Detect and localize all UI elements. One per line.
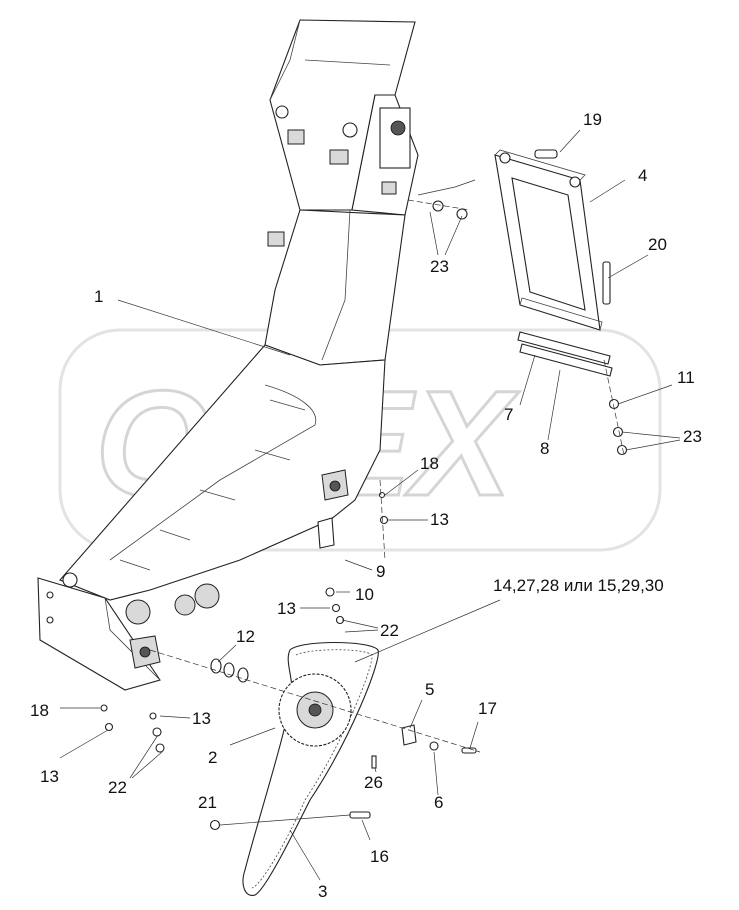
plate-5 [401,724,417,746]
callout-23-right: 23 [683,427,702,446]
callout-2: 2 [208,748,217,767]
callout-16: 16 [370,847,389,866]
callout-chain-variants: 14,27,28 или 15,29,30 [493,576,664,595]
ring-12 [237,667,249,683]
callout-23-upper: 23 [430,257,449,276]
callout-18-left: 18 [30,701,49,720]
pin-19 [534,149,558,159]
callout-11: 11 [677,368,695,387]
callout-5: 5 [425,680,434,699]
nut-21 [209,819,221,831]
mount-eye [342,122,358,138]
callout-9: 9 [376,562,385,581]
ring-12 [210,658,222,674]
callout-13-left: 13 [40,767,59,786]
callout-18-upper: 18 [420,454,439,473]
callout-8: 8 [540,439,549,458]
bolt-20 [602,261,611,305]
bolt-16 [349,811,371,819]
nut-23 [616,444,628,456]
plate-8 [519,343,613,377]
callout-26: 26 [364,773,383,792]
callout-13-middle: 13 [277,599,296,618]
washer-23 [456,208,468,220]
ring-12 [223,662,235,678]
callout-7: 7 [504,405,513,424]
upper-tensioner [379,107,411,169]
housing-base [37,577,161,691]
callout-3: 3 [318,882,327,901]
roller [194,583,220,609]
callout-22-left: 22 [108,778,127,797]
bracket [381,181,397,195]
plate-9 [317,517,335,549]
bracket [329,149,349,165]
drive-assembly [100,491,477,896]
callout-4: 4 [638,166,647,185]
callout-labels: 1 2 3 4 5 6 7 8 9 10 11 12 13 13 13 13 1… [30,110,702,901]
callout-22-middle: 22 [380,621,399,640]
leader-lines [59,129,681,881]
callout-1: 1 [94,287,103,306]
callout-13-upper: 13 [430,510,449,529]
washer-23 [612,426,624,438]
roller [174,594,196,616]
callout-21: 21 [198,793,217,812]
callout-17: 17 [478,699,497,718]
base-lug [62,572,78,588]
bracket [267,231,285,247]
frame-assembly [432,149,628,456]
callout-12: 12 [236,627,255,646]
plate-7 [517,331,611,365]
housing-assembly [37,19,419,691]
mount-eye [275,105,289,119]
callout-6: 6 [434,793,443,812]
bracket [287,129,305,145]
callout-19: 19 [583,110,602,129]
upper-sprocket [390,120,406,136]
callout-13-right: 13 [192,709,211,728]
washer-6 [429,741,439,751]
callout-20: 20 [648,235,667,254]
housing-middle [264,209,406,366]
pin-26 [371,755,377,769]
roller [125,599,151,625]
nut-23 [432,200,444,212]
callout-10: 10 [355,585,374,604]
bolt-17 [461,747,477,754]
